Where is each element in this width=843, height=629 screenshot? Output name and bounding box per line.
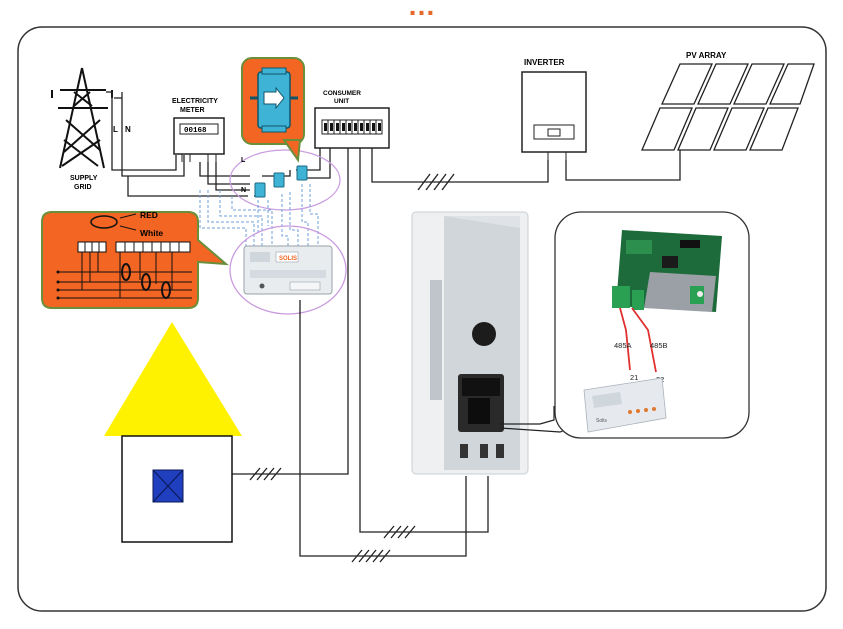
wire-white-label: White: [140, 228, 163, 238]
line-L-label: L: [113, 125, 118, 134]
ct-callout: [241, 57, 305, 163]
ct-wiring-callout: RED White: [41, 210, 229, 309]
inverter-label: INVERTER: [524, 58, 565, 67]
header-fragment: …: [407, 0, 436, 21]
ct-clamps: [254, 165, 308, 198]
pcb-board: [612, 230, 722, 312]
terminal-21-label: 21: [630, 373, 638, 382]
vertical-wires: [232, 148, 489, 557]
cu-to-inverter-wire: [371, 148, 549, 183]
callout-N-label: N: [241, 187, 246, 194]
smart-meter-device: SOLIS: [243, 245, 333, 295]
callout-L-label: L: [241, 157, 246, 164]
hash-marks-3: [383, 525, 416, 539]
pv-to-inverter-wire: [565, 150, 681, 181]
meter-reading: 00168: [184, 127, 207, 135]
small-smart-meter: Solis: [583, 377, 667, 433]
rs485-a-label: 485A: [614, 341, 632, 350]
house-icon: [104, 322, 242, 543]
hash-marks-1: [417, 173, 455, 191]
pv-array: [641, 63, 815, 151]
inverter-box: [521, 71, 587, 160]
ct-highlight: [229, 149, 341, 211]
smart-meter-highlight: [229, 225, 347, 315]
electricity-meter: 00168: [173, 117, 225, 162]
hash-marks-4: [351, 549, 391, 563]
small-meter-brand: Solis: [596, 418, 607, 424]
pv-array-label: PV ARRAY: [686, 51, 727, 60]
rs485-b-label: 485B: [650, 341, 668, 350]
wire-red-label: RED: [140, 210, 158, 220]
consumer-unit: [314, 107, 390, 149]
hash-marks-2: [249, 467, 282, 481]
grid-wires: [106, 91, 185, 177]
rs485-callout: 485A 485B 21 22 Solis: [554, 211, 750, 439]
smart-meter-brand: SOLIS: [279, 256, 297, 262]
hybrid-inverter-unit: [411, 211, 529, 475]
pylon-icon: [51, 67, 113, 169]
line-N-label: N: [125, 125, 131, 134]
inverter-to-callout-wire: [500, 406, 555, 425]
